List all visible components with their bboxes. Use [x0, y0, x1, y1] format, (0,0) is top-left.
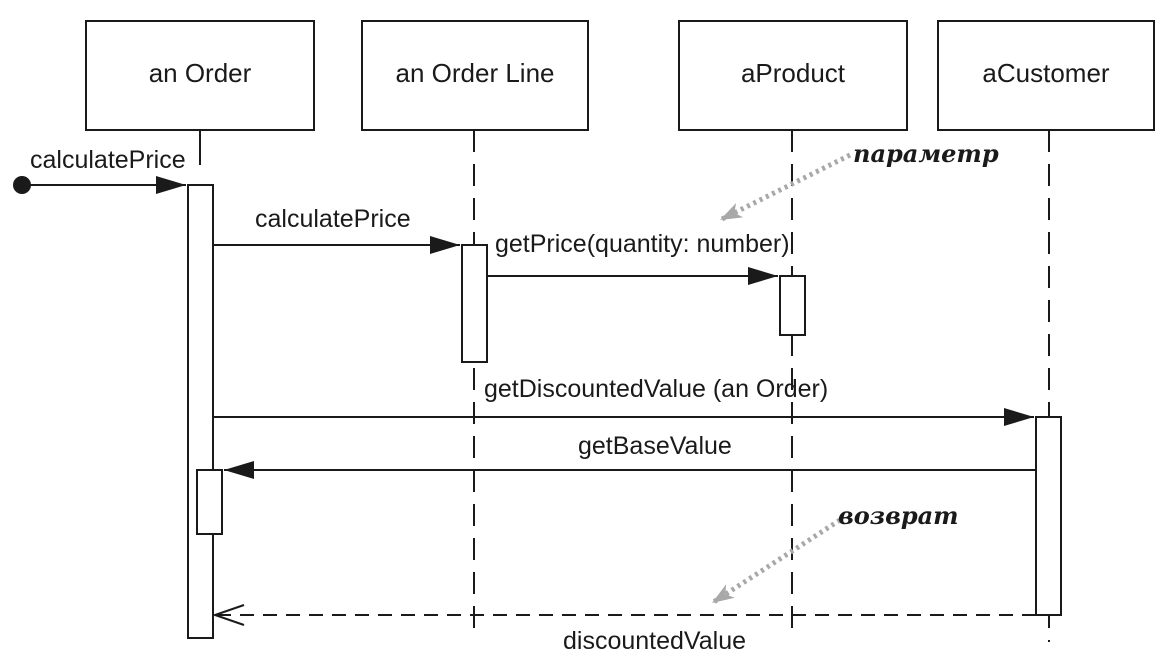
activation-aproduct: [779, 275, 806, 336]
note-arrow-parameter: [718, 152, 852, 223]
message-label-get-price: getPrice(quantity: number): [495, 230, 790, 258]
note-label-parameter: параметр: [853, 139, 999, 168]
message-label-found: calculatePrice: [30, 146, 186, 174]
note-arrow-return: [710, 517, 842, 606]
message-label-return: discountedValue: [563, 627, 746, 655]
participant-label: an Order Line: [396, 58, 555, 88]
message-label-get-discounted-value: getDiscountedValue (an Order): [484, 375, 828, 403]
activation-an-order-line: [461, 244, 488, 363]
message-label-get-base-value: getBaseValue: [578, 432, 732, 460]
participant-label: aProduct: [741, 58, 846, 88]
note-label-return: возврат: [838, 501, 959, 530]
activation-an-order-nested: [196, 469, 223, 535]
message-label-calculate-price: calculatePrice: [255, 205, 411, 233]
participant-label: aCustomer: [982, 58, 1109, 88]
participant-aproduct: aProduct: [678, 20, 908, 131]
return-arrowhead: [211, 604, 245, 626]
activation-acustomer: [1035, 416, 1062, 616]
activation-an-order: [187, 184, 214, 639]
participant-an-order-line: an Order Line: [361, 20, 589, 131]
participant-acustomer: aCustomer: [937, 20, 1155, 131]
participant-an-order: an Order: [85, 20, 315, 131]
participant-label: an Order: [149, 58, 252, 88]
